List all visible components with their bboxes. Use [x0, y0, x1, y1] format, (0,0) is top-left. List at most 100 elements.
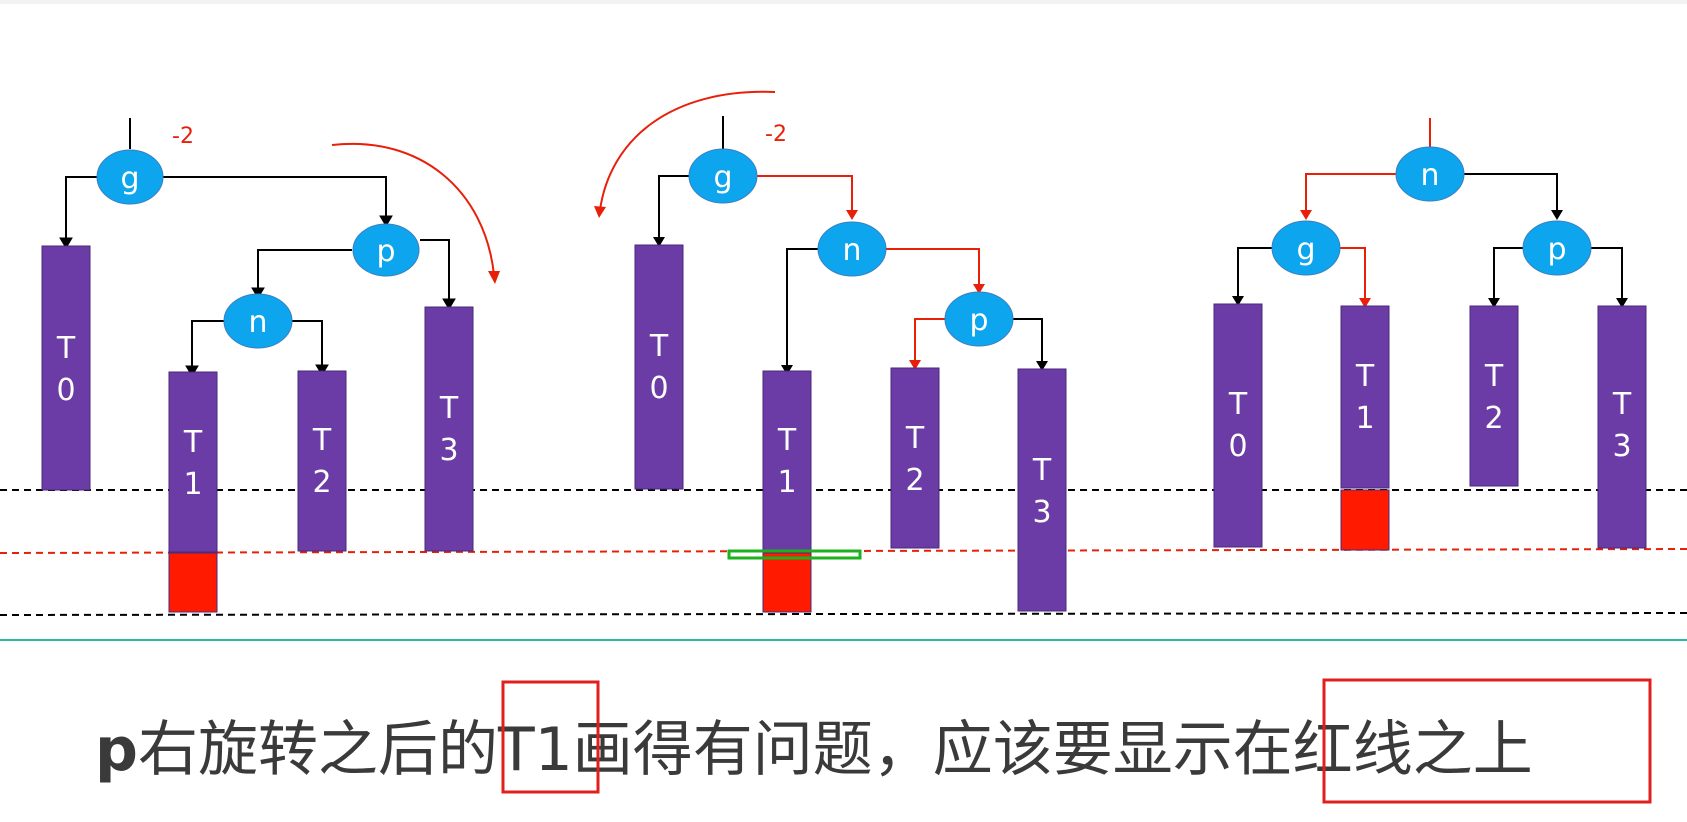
green-marker: [727, 549, 862, 560]
subtree-T1: [168, 371, 218, 553]
edge-p-T3: [420, 239, 450, 301]
node-p-label: p: [969, 303, 988, 338]
diagram-before-edges: [65, 118, 450, 368]
caption-part-1: 右旋转之后的: [138, 715, 498, 785]
rotate-left-arrow: [599, 90, 776, 211]
subtree-T1: [762, 370, 812, 552]
subtree-T1-overflow: [1340, 489, 1390, 551]
highlight-frame-red-line: [1322, 678, 1652, 804]
caption-part-p: p: [95, 715, 138, 785]
balance-factor-badge: -2: [765, 122, 787, 147]
node-g: [1271, 220, 1341, 276]
subtree-T3: [424, 306, 474, 552]
rotate-left-arrowhead: [594, 206, 606, 218]
subtree-T1-label-1: T: [183, 425, 203, 460]
node-g-label: g: [1296, 232, 1315, 267]
arrowhead-T2: [1488, 298, 1500, 308]
node-p: [352, 223, 420, 277]
subtree-T1-overflow: [168, 552, 218, 613]
subtree-T0-label-1: T: [1228, 387, 1248, 422]
caption-part-4: 红线之上: [1293, 715, 1533, 785]
arrowhead-n: [846, 210, 858, 220]
subtree-T0: [41, 245, 91, 491]
balance-factor-badge: -2: [172, 124, 194, 149]
subtree-T2-label-2: 2: [905, 463, 924, 498]
arrowhead-T1: [185, 365, 199, 377]
subtree-T0: [634, 244, 684, 490]
arrowhead-T2: [315, 364, 329, 376]
arrowhead-p: [379, 215, 393, 227]
subtree-T2-label-1: T: [1484, 359, 1504, 394]
node-g-label: g: [120, 161, 139, 196]
arrowhead-T0: [653, 237, 665, 247]
subtree-T2-label-1: T: [312, 423, 332, 458]
node-p: [1522, 220, 1592, 276]
diagram-before-arrowheads: [59, 215, 456, 377]
node-n-label: n: [842, 233, 861, 268]
subtree-T1-label-2: 1: [777, 465, 796, 500]
arrowhead-T3: [1036, 361, 1048, 371]
edge-n-T1: [191, 320, 224, 368]
lower-level-line: [0, 612, 1687, 616]
edge-n-p: [886, 248, 980, 286]
arrowhead-p: [1551, 210, 1563, 220]
subtree-T0-label-1: T: [56, 331, 76, 366]
node-p-label: p: [376, 234, 395, 269]
caption: p右旋转之后的T1画得有问题，应该要显示在红线之上: [95, 715, 1533, 785]
edge-g-p: [163, 176, 387, 218]
arrowhead-T1: [781, 365, 793, 375]
edge-g-T0: [1237, 247, 1272, 298]
edge-g-T1: [1340, 247, 1366, 300]
subtree-T1: [1340, 305, 1390, 489]
node-n: [223, 293, 293, 349]
subtree-T3-label-2: 3: [439, 433, 458, 468]
diagram-after-p-right-rotation: T 0 T 1 T 2 T 3 g n p -2: [594, 90, 1067, 613]
diagram-before-nodes: g p n: [96, 149, 420, 349]
arrowhead-T0: [1232, 296, 1244, 306]
node-n: [1395, 146, 1465, 202]
diagram-after-g-edges: [1237, 118, 1623, 300]
node-g: [96, 149, 164, 205]
node-n-label: n: [248, 305, 267, 340]
subtree-T2: [890, 367, 940, 549]
edge-n-g: [1305, 173, 1396, 212]
subtree-T0-label-2: 0: [649, 371, 668, 406]
node-p-label: p: [1547, 232, 1566, 267]
subtree-T0: [1213, 303, 1263, 548]
edge-p-T3: [1013, 318, 1043, 363]
edge-n-p: [1464, 173, 1558, 212]
subtree-T2-label-1: T: [905, 421, 925, 456]
diagram-before: T 0 T 1 T 2 T 3 g p n -2: [41, 118, 500, 613]
node-g: [688, 148, 758, 204]
diagram-after-p-edges: [658, 116, 1043, 367]
subtree-T0-label-1: T: [649, 329, 669, 364]
subtree-T3-label-1: T: [1612, 387, 1632, 422]
caption-panel: [0, 632, 1687, 822]
edge-g-n: [757, 175, 853, 212]
subtree-T2: [1469, 305, 1519, 487]
diagram-after-g-nodes: n g p: [1271, 146, 1592, 276]
diagram-after-p-nodes: g n p: [688, 148, 1014, 347]
rotate-right-arrowhead: [488, 271, 500, 284]
diagram-after-p-subtrees: T 0 T 1 T 2 T 3: [634, 244, 1067, 613]
subtree-T3-label-2: 3: [1032, 495, 1051, 530]
subtree-T3: [1017, 368, 1067, 612]
arrowhead-T3: [442, 298, 456, 310]
edge-n-T1: [786, 248, 818, 367]
edge-g-T0: [65, 176, 97, 240]
arrowhead-T2: [909, 360, 921, 370]
subtree-T1-label-2: 1: [1355, 401, 1374, 436]
node-n: [817, 221, 887, 277]
node-p: [944, 291, 1014, 347]
arrowhead-T3: [1616, 298, 1628, 308]
arrowhead-p: [973, 284, 985, 294]
subtree-T2-label-2: 2: [312, 465, 331, 500]
highlight-frame-t1: [501, 680, 600, 794]
arrowhead-T0: [59, 237, 73, 249]
subtree-T1-label-2: 1: [183, 467, 202, 502]
node-g-label: g: [713, 160, 732, 195]
edge-p-T3: [1591, 247, 1623, 300]
subtree-T3-label-2: 3: [1612, 429, 1631, 464]
caption-part-3: 画得有问题，应该要显示在: [573, 715, 1293, 785]
